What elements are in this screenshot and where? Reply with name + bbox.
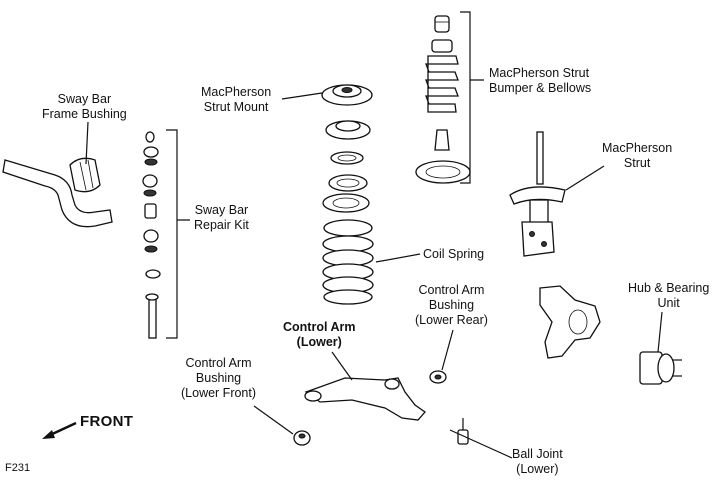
front-label: FRONT [80, 413, 134, 430]
front-bushing-part [293, 430, 311, 446]
label-control-arm-bushing-lower-front: Control Arm Bushing (Lower Front) [181, 356, 257, 400]
leader-sway-bar-frame-bushing [85, 121, 89, 165]
sway-bar [2, 157, 113, 228]
coil-spring-part [322, 219, 374, 305]
leader-front-bushing [253, 405, 294, 435]
spring-seats [322, 151, 370, 213]
control-arm-part [304, 377, 426, 421]
bumper-bellows-part [415, 15, 471, 184]
label-coil-spring: Coil Spring [423, 247, 485, 261]
repair-kit-bracket [166, 129, 190, 339]
leader-hub-bearing [657, 311, 663, 353]
ball-joint-part [457, 418, 469, 445]
leader-control-arm [331, 351, 353, 381]
leader-ball-joint [449, 429, 513, 459]
label-sway-bar-repair-kit: Sway Bar Repair Kit [194, 203, 249, 232]
label-macpherson-strut-bumper-bellows: MacPherson Strut Bumper & Bellows [489, 66, 592, 95]
label-control-arm-bushing-lower-rear: Control Arm Bushing (Lower Rear) [415, 283, 488, 327]
front-arrow-icon [42, 421, 77, 439]
label-macpherson-strut: MacPherson Strut [602, 141, 673, 170]
steering-knuckle-part [539, 285, 601, 359]
hub-bearing-part [639, 351, 682, 385]
figure-code: F231 [5, 462, 31, 474]
sway-bar-repair-kit-parts [142, 131, 161, 339]
label-macpherson-strut-mount: MacPherson Strut Mount [201, 85, 272, 114]
label-control-arm-lower: Control Arm (Lower) [283, 320, 356, 349]
label-ball-joint-lower: Ball Joint (Lower) [512, 447, 563, 476]
label-hub-bearing-unit: Hub & Bearing Unit [628, 281, 710, 310]
leader-strut-mount [281, 92, 323, 100]
label-sway-bar-frame-bushing: Sway Bar Frame Bushing [42, 92, 127, 121]
rear-bushing-part [429, 370, 447, 384]
strut-mount-part [321, 84, 373, 140]
leader-coil-spring [375, 253, 421, 263]
leader-rear-bushing [441, 329, 454, 371]
macpherson-strut-part [509, 131, 566, 257]
leader-macpherson-strut [565, 165, 605, 191]
bumper-bellows-bracket [460, 11, 484, 184]
